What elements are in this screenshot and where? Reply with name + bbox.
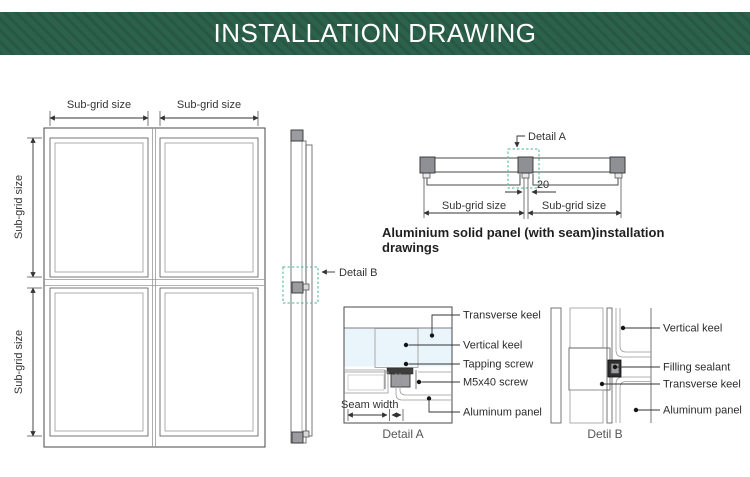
- panel-glass: [164, 142, 254, 273]
- section-right-return: [532, 173, 619, 186]
- top-dimension-left: Sub-grid size: [49, 99, 149, 126]
- dim-label: Sub-grid size: [67, 99, 131, 111]
- section-view-drawing: Detail A 20 Sub-grid size Sub-grid size: [419, 131, 626, 219]
- detail-a-box: [343, 306, 453, 424]
- label-vertical-keel: Vertical keel: [463, 340, 522, 352]
- panel-glass: [54, 142, 144, 273]
- keel-blue-zone: [344, 328, 452, 367]
- label-aluminum-panel: Aluminum panel: [463, 407, 542, 419]
- panel-glass: [164, 292, 254, 432]
- section-left-cap: [419, 156, 436, 179]
- detail-a-drawing: Seam width Transverse keel Vertical keel…: [341, 306, 542, 441]
- dim-label: Sub-grid size: [13, 175, 25, 239]
- section-dimension-left: Sub-grid size: [423, 178, 525, 218]
- section-left-return: [426, 173, 521, 186]
- seam-dimension: 20: [505, 179, 556, 195]
- section-caption: Aluminium solid panel (with seam)install…: [382, 225, 665, 255]
- page-title: INSTALLATION DRAWING: [213, 18, 537, 48]
- seam-width-label: Seam width: [341, 399, 398, 411]
- label-transverse-keel: Transverse keel: [663, 379, 741, 391]
- label-vertical-keel: Vertical keel: [663, 323, 722, 335]
- side-bottom-cap: [291, 430, 310, 444]
- detail-a-callout-label: Detail A: [528, 131, 567, 143]
- section-right-cap: [609, 156, 626, 179]
- front-view-drawing: Sub-grid size Sub-grid size Sub-grid siz…: [13, 99, 266, 448]
- label-transverse-keel: Transverse keel: [463, 310, 541, 322]
- dim-label: Sub-grid size: [442, 200, 506, 212]
- dim-label: Sub-grid size: [542, 200, 606, 212]
- label-aluminum-panel: Aluminum panel: [663, 405, 742, 417]
- detail-b-callout-label: Detail B: [339, 267, 378, 279]
- side-backing-strip: [305, 144, 313, 437]
- seam-dim-value: 20: [537, 179, 549, 191]
- detail-b-marker-box: [282, 266, 319, 304]
- panel-top-left: [49, 137, 149, 278]
- section-center-keel: [517, 156, 534, 179]
- detail-b-caption: Detil B: [587, 427, 622, 441]
- panel-bottom-left: [49, 287, 149, 437]
- dim-label: Sub-grid size: [177, 99, 241, 111]
- panel-top-right: [159, 137, 259, 278]
- detail-b-callout: Detail B: [321, 267, 378, 279]
- left-dimension-upper: Sub-grid size: [13, 137, 42, 278]
- aluminum-panel-top: [615, 308, 651, 358]
- seam-width-dimension: Seam width: [341, 399, 404, 421]
- detail-b-drawing: Vertical keel Filling sealant Transverse…: [550, 307, 742, 441]
- keel-blue-bottom: [569, 389, 604, 424]
- side-view-drawing: Detail B: [282, 129, 378, 444]
- detail-a-callout: Detail A: [514, 131, 567, 148]
- panel-glass: [54, 292, 144, 432]
- label-tapping-screw: Tapping screw: [463, 359, 533, 371]
- keel-blue-top: [569, 307, 604, 349]
- detail-b-leaders: [599, 325, 660, 413]
- dim-label: Sub-grid size: [13, 330, 25, 394]
- label-m5x40-screw: M5x40 screw: [463, 377, 528, 389]
- detail-a-caption: Detail A: [382, 427, 423, 441]
- detail-b-left-strip: [550, 307, 562, 424]
- side-mid-connector: [291, 281, 310, 294]
- left-dimension-lower: Sub-grid size: [13, 287, 42, 437]
- panel-bottom-right: [159, 287, 259, 437]
- detail-a-leaders: [403, 314, 460, 413]
- label-filling-sealant: Filling sealant: [663, 362, 730, 374]
- vertical-keel-section: [374, 328, 419, 368]
- detail-a-marker-box: [507, 148, 540, 189]
- top-dimension-right: Sub-grid size: [159, 99, 259, 126]
- aluminum-panels-section: [344, 371, 452, 401]
- title-banner: INSTALLATION DRAWING: [0, 12, 750, 55]
- panel-outer-frame: [43, 127, 266, 448]
- mullion-lines: [44, 128, 265, 447]
- side-top-cap: [290, 129, 304, 142]
- section-dimension-right: Sub-grid size: [527, 178, 622, 218]
- m5x40-screw-block: [390, 373, 411, 388]
